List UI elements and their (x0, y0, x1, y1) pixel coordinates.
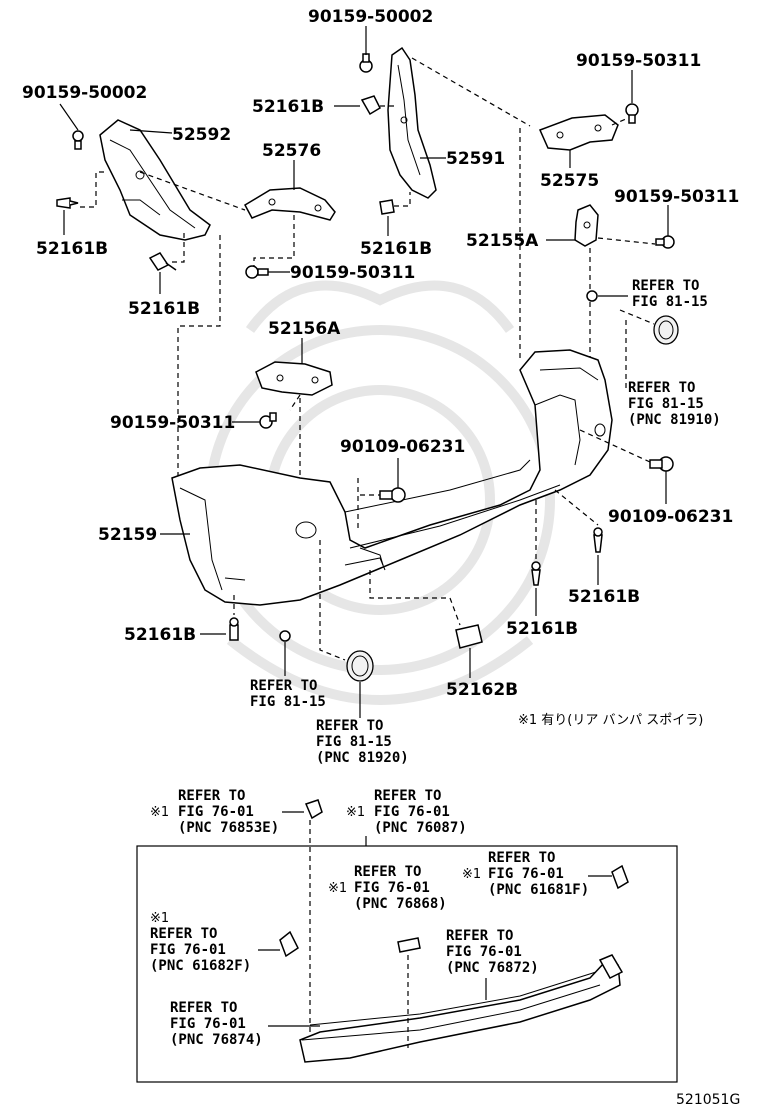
clip-52161b-2 (148, 252, 177, 271)
label-90159-50311-b: 90159-50311 (576, 51, 701, 71)
ref-pnc-76872: REFER TO FIG 76-01 (PNC 76872) (446, 928, 539, 976)
clip-52161b-7 (229, 617, 239, 641)
mark-76087: ※1 (346, 805, 365, 820)
bracket-52591 (387, 46, 437, 199)
mark-61681f: ※1 (462, 867, 481, 882)
ref-pnc-76874: REFER TO FIG 76-01 (PNC 76874) (170, 1000, 263, 1048)
clip-52161b-5 (593, 527, 603, 553)
dash-52592-clip2 (172, 232, 185, 263)
ref-pnc-61681f: REFER TO FIG 76-01 (PNC 61681F) (488, 850, 589, 898)
dash-52156a-bolt (289, 394, 301, 411)
label-90159-50002-top: 90159-50002 (308, 7, 433, 27)
clip-52161b-6 (531, 561, 541, 586)
bracket-52576 (244, 187, 336, 221)
clip-76853e (304, 799, 323, 820)
clip-76868 (397, 937, 421, 953)
dash-clip-5 (554, 489, 599, 526)
dash-52161b-4 (394, 192, 411, 207)
dash-52575-bolt (611, 117, 629, 126)
spoiler-76872 (299, 954, 624, 1063)
label-52161b-1: 52161B (36, 239, 108, 259)
dash-bumper-52162b (369, 570, 461, 626)
bolt-90159-50311-d (259, 412, 277, 429)
label-52161b-4: 52161B (360, 239, 432, 259)
label-90109-06231-b: 90109-06231 (608, 507, 733, 527)
dash-reflector-81910 (619, 309, 655, 325)
label-52161b-7: 52161B (124, 625, 196, 645)
dash-52592-down (177, 235, 221, 480)
clip-52161b-4 (379, 199, 395, 215)
leader-52592 (129, 129, 173, 134)
bracket-61682f (279, 930, 299, 958)
bolt-90159-50311-c (655, 235, 675, 249)
ref-pnc-76853e: REFER TO FIG 76-01 (PNC 76853E) (178, 788, 279, 836)
clip-52161b-3 (360, 95, 381, 116)
dash-52592-52576 (139, 171, 246, 211)
bracket-52155a (574, 204, 599, 247)
figure-code: 521051G (676, 1092, 740, 1108)
label-52591: 52591 (446, 149, 505, 169)
dash-bumper-81920 (319, 540, 346, 661)
bracket-52592 (99, 119, 211, 241)
label-52161b-5: 52161B (568, 587, 640, 607)
bolt-90159-50311-b (625, 103, 639, 124)
cap-52162b (455, 624, 483, 649)
bolt-90159-50002-top (359, 53, 373, 73)
label-52592: 52592 (172, 125, 231, 145)
bolt-90159-50311-a (245, 265, 269, 279)
bracket-52575 (538, 114, 619, 151)
clip-52161b-1 (56, 197, 79, 209)
ref-pnc-61682f: REFER TO FIG 76-01 (PNC 61682F) (150, 926, 251, 974)
label-52161b-6: 52161B (506, 619, 578, 639)
ref-pnc-76868: REFER TO FIG 76-01 (PNC 76868) (354, 864, 447, 912)
bolt-90109-06231-b (649, 456, 674, 472)
ref-pnc-81920: REFER TO FIG 81-15 (PNC 81920) (316, 718, 409, 766)
label-90159-50311-d: 90159-50311 (110, 413, 235, 433)
label-90159-50311-a: 90159-50311 (290, 263, 415, 283)
label-52155a: 52155A (466, 231, 539, 251)
bolt-90109-06231-a (379, 487, 406, 503)
dash-52155a-bolt (597, 237, 656, 245)
retainer-fig81-right (586, 290, 598, 302)
ref-81-15-right: REFER TO FIG 81-15 (632, 278, 708, 310)
label-52575: 52575 (540, 171, 599, 191)
mark-61682f: ※1 (150, 911, 169, 926)
reflector-81920 (346, 650, 374, 682)
dash-52592-clip (80, 171, 106, 208)
label-52161b-3: 52161B (252, 97, 324, 117)
label-90159-50311-c: 90159-50311 (614, 187, 739, 207)
label-52159: 52159 (98, 525, 157, 545)
retainer-fig81-bottom (279, 630, 291, 642)
dash-52591-52575 (411, 57, 531, 127)
leader-90159-50002-left (59, 103, 79, 131)
label-52156a: 52156A (268, 319, 341, 339)
ref-pnc-81910: REFER TO FIG 81-15 (PNC 81910) (628, 380, 721, 428)
bolt-90159-50002-left (72, 130, 84, 150)
label-52162b: 52162B (446, 680, 518, 700)
dash-bolt-b (579, 429, 651, 463)
spoiler-note: ※1 有り(リア バンパ スポイラ) (518, 713, 703, 728)
label-52576: 52576 (262, 141, 321, 161)
label-90159-50002-left: 90159-50002 (22, 83, 147, 103)
spoiler-box (136, 845, 678, 1083)
mark-76868: ※1 (328, 881, 347, 896)
ref-pnc-76087: REFER TO FIG 76-01 (PNC 76087) (374, 788, 467, 836)
dash-52576-bolt (253, 215, 295, 268)
label-90109-06231-a: 90109-06231 (340, 437, 465, 457)
ref-81-15-bottom: REFER TO FIG 81-15 (250, 678, 326, 710)
watermark-emblem (205, 280, 555, 705)
bracket-61681f (611, 864, 629, 890)
label-52161b-2: 52161B (128, 299, 200, 319)
reflector-81910 (653, 315, 679, 345)
bracket-52156a (255, 361, 333, 396)
mark-76853e: ※1 (150, 805, 169, 820)
